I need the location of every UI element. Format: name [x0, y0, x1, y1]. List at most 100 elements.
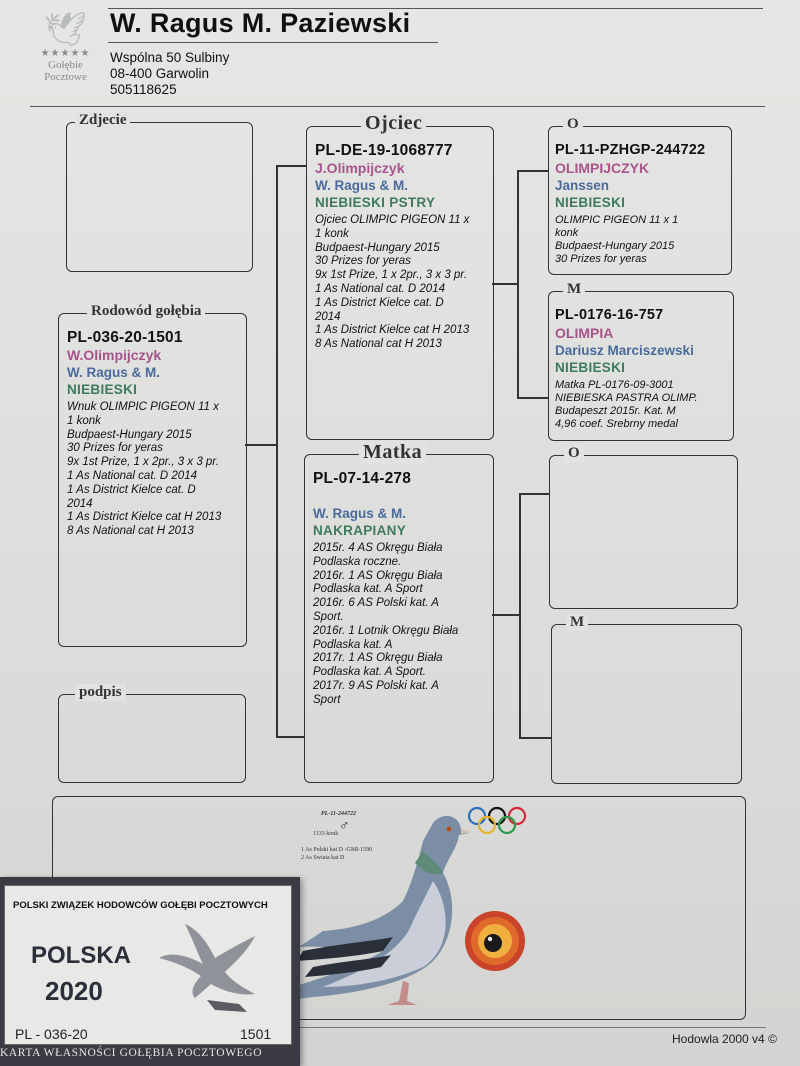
- desc-line: NIEBIESKA PASTRA OLIMP.: [555, 392, 698, 404]
- connector: [276, 165, 307, 167]
- breeder-city: 08-400 Garwolin: [110, 66, 210, 81]
- desc-line: Podlaska kat. A Sport: [313, 583, 423, 596]
- desc-line: Wnuk OLIMPIC PIGEON 11 x: [67, 401, 219, 413]
- ownership-card: POLSKI ZWIĄZEK HODOWCÓW GOŁĘBI POCZTOWYC…: [0, 877, 300, 1066]
- desc-line: 2016r. 6 AS Polski kat. A: [313, 597, 439, 610]
- connector: [519, 493, 521, 738]
- pigeon-ring: PL-036-20-1501: [67, 329, 183, 346]
- desc-line: 1 As District Kielce cat. D: [67, 483, 196, 496]
- connector: [245, 444, 277, 446]
- fm-name: OLIMPIA: [555, 325, 614, 341]
- desc-line: 2016r. 1 Lotnik Okręgu Biała: [313, 624, 459, 637]
- signature-label: podpis: [75, 684, 126, 701]
- card-year: 2020: [45, 976, 103, 1006]
- father-description: Ojciec OLIMPIC PIGEON 11 x 1 konk Budpae…: [315, 214, 487, 352]
- ff-color: NIEBIESKI: [555, 195, 626, 210]
- father-name: J.Olimpijczyk: [315, 160, 405, 176]
- header-top-rule: [108, 8, 763, 9]
- card-ring-prefix: PL - 036-20: [15, 1026, 88, 1042]
- maternal-grandmother-box: M: [551, 614, 742, 784]
- photo-line-3: 2 As Swiata kat D: [301, 855, 345, 861]
- fm-description: Matka PL-0176-09-3001 NIEBIESKA PASTRA O…: [555, 379, 727, 431]
- desc-line: Budapeszt 2015r. Kat. M: [555, 405, 676, 417]
- mother-label: Matka: [359, 441, 427, 464]
- father-label: Ojciec: [361, 112, 427, 135]
- desc-line: 9x 1st Prize, 1 x 2pr., 3 x 3 pr.: [315, 269, 467, 282]
- pigeon-eye-icon: [465, 911, 525, 971]
- desc-line: 1 As District Kielce cat. D: [315, 296, 444, 309]
- desc-line: 1 As National cat. D 2014: [315, 282, 445, 295]
- breeder-phone: 505118625: [110, 82, 177, 97]
- desc-line: 2017r. 1 AS Okręgu Biała: [313, 652, 443, 665]
- desc-line: 8 As National cat H 2013: [67, 525, 194, 538]
- header-bottom-rule: [30, 106, 765, 107]
- desc-line: 30 Prizes for yeras: [67, 442, 163, 455]
- flying-pigeon-icon: [159, 924, 255, 1012]
- mother-description: 2015r. 4 AS Okręgu Biała Podlaska roczne…: [313, 542, 487, 708]
- fm-owner: Dariusz Marciszewski: [555, 343, 694, 358]
- mother-color: NAKRAPIANY: [313, 523, 407, 538]
- olympic-rings-icon: [467, 806, 527, 835]
- desc-line: 30 Prizes for yeras: [555, 253, 647, 265]
- grandfather-label: O: [564, 445, 584, 462]
- desc-line: Sport: [313, 693, 341, 706]
- desc-line: 1 As District Kielce cat H 2013: [315, 324, 470, 337]
- photo-line-1: 1133 konk: [313, 831, 339, 837]
- breeder-name: W. Ragus M. Paziewski: [110, 8, 411, 38]
- pigeon-logo-icon: 🕊: [43, 12, 88, 49]
- desc-line: Ojciec OLIMPIC PIGEON 11 x: [315, 214, 470, 226]
- grandfather-label: O: [563, 116, 583, 133]
- desc-line: 1 As District Kielce cat H 2013: [67, 511, 222, 524]
- maternal-grandfather-box: O: [549, 445, 738, 609]
- connector: [517, 170, 519, 398]
- desc-line: Budpaest-Hungary 2015: [67, 428, 192, 441]
- card-body: POLSKI ZWIĄZEK HODOWCÓW GOŁĘBI POCZTOWYC…: [4, 885, 292, 1045]
- connector: [276, 736, 305, 738]
- connector: [517, 397, 549, 399]
- connector: [492, 614, 520, 616]
- desc-line: 1 konk: [67, 414, 101, 427]
- connector: [519, 737, 551, 739]
- mother-box: Matka PL-07-14-278 W. Ragus & M. NAKRAPI…: [304, 441, 494, 783]
- desc-line: 2014: [315, 310, 341, 323]
- ff-name: OLIMPIJCZYK: [555, 160, 650, 176]
- logo-stars: ★★★★★: [40, 48, 91, 59]
- desc-line: konk: [555, 227, 579, 239]
- desc-line: 1 konk: [315, 227, 349, 240]
- pigeon-name: W.Olimpijczyk: [67, 347, 162, 363]
- club-logo: 🕊 ★★★★★ Gołębie Pocztowe: [28, 14, 103, 100]
- card-country: POLSKA: [31, 942, 132, 969]
- grandmother-label: M: [566, 614, 589, 631]
- photo-ring: PL-11-244722: [321, 811, 356, 817]
- logo-text-2: Pocztowe: [44, 71, 87, 83]
- desc-line: Sport.: [313, 610, 344, 623]
- paternal-grandfather-box: O PL-11-PZHGP-244722 OLIMPIJCZYK Janssen…: [548, 116, 732, 275]
- logo-text-1: Gołębie: [48, 59, 83, 71]
- desc-line: 2016r. 1 AS Okręgu Biała: [313, 569, 443, 582]
- father-box: Ojciec PL-DE-19-1068777 J.Olimpijczyk W.…: [306, 112, 494, 440]
- desc-line: 1 As National cat. D 2014: [67, 469, 197, 482]
- paternal-grandmother-box: M PL-0176-16-757 OLIMPIA Dariusz Marcisz…: [548, 281, 734, 441]
- ff-description: OLIMPIC PIGEON 11 x 1 konk Budpaest-Hung…: [555, 214, 725, 266]
- breeder-address: Wspólna 50 Sulbiny: [110, 50, 230, 65]
- photo-line-2: 1 As Polski kat D -GMI-1590: [301, 847, 373, 853]
- pigeon-owner: W. Ragus & M.: [67, 365, 161, 380]
- pedigree-label: Rodowód gołębia: [87, 303, 206, 320]
- desc-line: Podlaska kat. A: [313, 638, 393, 651]
- ff-ring: PL-11-PZHGP-244722: [555, 142, 706, 158]
- photo-box: Zdjecie: [66, 112, 253, 272]
- connector: [517, 170, 549, 172]
- desc-line: 8 As National cat H 2013: [315, 338, 442, 351]
- pigeon-box: Rodowód gołębia PL-036-20-1501 W.Olimpij…: [58, 303, 247, 647]
- desc-line: OLIMPIC PIGEON 11 x 1: [555, 214, 679, 226]
- pigeon-photo-icon: [283, 815, 471, 1005]
- photo-label: Zdjecie: [75, 112, 131, 129]
- connector: [519, 493, 549, 495]
- male-icon: ♂: [339, 817, 350, 833]
- desc-line: Budpaest-Hungary 2015: [555, 240, 675, 252]
- desc-line: 4,96 coef. Srebrny medal: [555, 418, 678, 430]
- software-credit: Hodowla 2000 v4 ©: [672, 1032, 777, 1046]
- pigeon-color: NIEBIESKI: [67, 382, 138, 397]
- card-ring-number: 1501: [240, 1026, 272, 1042]
